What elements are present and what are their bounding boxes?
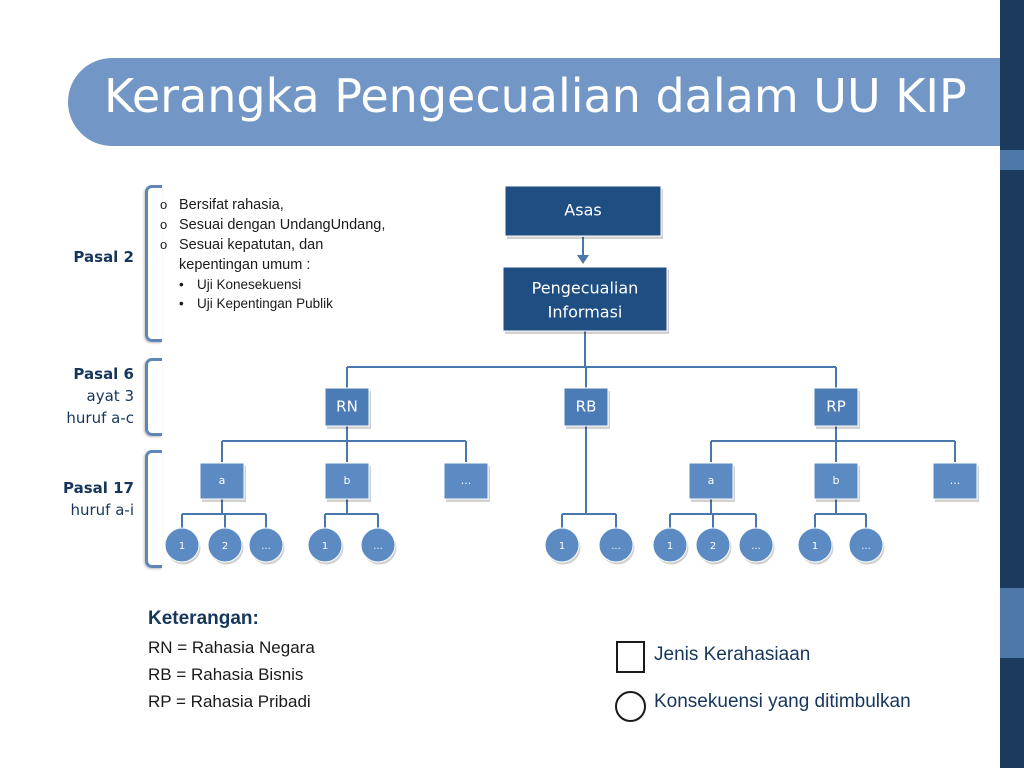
consequence-circle (848, 527, 884, 563)
category-box (813, 462, 859, 500)
consequence-circle (652, 527, 688, 563)
type-box-rn (324, 387, 370, 427)
pasal-2-label: Pasal 2 (73, 248, 134, 266)
consequence-circle (307, 527, 343, 563)
keterangan-line: RN = Rahasia Negara (148, 638, 315, 657)
category-box (443, 462, 489, 500)
type-box-label: RN (336, 398, 358, 416)
keterangan-line: RP = Rahasia Pribadi (148, 692, 311, 711)
page-title: Kerangka Pengecualian dalam UU KIP (104, 69, 967, 123)
consequence-circle (544, 527, 580, 563)
category-box-label: b (344, 474, 351, 487)
consequence-circle-label: ... (373, 541, 383, 552)
pasal-6-label: Pasal 6 ayat 3 huruf a-c (66, 365, 134, 427)
consequence-circle-label: 1 (559, 541, 565, 552)
bracket-pasal-17 (145, 450, 162, 568)
consequence-circle-label: ... (861, 541, 871, 552)
pengecualian-label: Pengecualian (532, 279, 639, 298)
consequence-circle-label: 1 (667, 541, 673, 552)
asas-box (504, 185, 662, 237)
consequence-circle (797, 527, 833, 563)
pengecualian-label: Informasi (548, 303, 623, 322)
consequence-circle-label: 1 (812, 541, 818, 552)
keterangan-block: Keterangan: RN = Rahasia Negara RB = Rah… (148, 604, 315, 715)
consequence-circle (738, 527, 774, 563)
category-box (688, 462, 734, 500)
consequence-circle (164, 527, 200, 563)
title-banner (68, 58, 1000, 146)
consequence-circle (598, 527, 634, 563)
bracket-pasal-2 (145, 185, 162, 342)
right-accent-bar (1000, 0, 1024, 768)
consequence-circle-label: 1 (322, 541, 328, 552)
legend-square-icon (616, 641, 645, 673)
consequence-circle-label: ... (751, 541, 761, 552)
consequence-circle-label: ... (261, 541, 271, 552)
criteria-sub-item: •Uji Kepentingan Publik (179, 296, 333, 311)
consequence-circle (360, 527, 396, 563)
category-box-label: ... (950, 474, 961, 487)
legend-square-label: Jenis Kerahasiaan (654, 644, 811, 665)
legend-circle-icon (615, 691, 646, 722)
legend-circle-label: Konsekuensi yang ditimbulkan (654, 691, 911, 712)
category-box (199, 462, 245, 500)
type-box-rb (563, 387, 609, 427)
asas-label: Asas (564, 201, 601, 220)
category-box-label: a (708, 474, 715, 487)
category-box-label: ... (461, 474, 472, 487)
category-box (932, 462, 978, 500)
keterangan-heading: Keterangan: (148, 608, 259, 629)
pasal-17-label: Pasal 17 huruf a-i (62, 479, 134, 519)
bracket-pasal-6 (145, 358, 162, 436)
consequence-circle (207, 527, 243, 563)
type-box-rp (813, 387, 859, 427)
arrow-head (577, 255, 589, 264)
keterangan-line: RB = Rahasia Bisnis (148, 665, 304, 684)
criteria-sub-item: •Uji Konesekuensi (179, 277, 302, 292)
type-box-label: RP (826, 398, 845, 416)
criteria-item-continued: kepentingan umum : (179, 257, 311, 273)
category-box-label: b (833, 474, 840, 487)
consequence-circle-label: 2 (710, 541, 716, 552)
consequence-circle-label: 2 (222, 541, 228, 552)
consequence-circle (695, 527, 731, 563)
category-box (324, 462, 370, 500)
consequence-circle-label: 1 (179, 541, 185, 552)
type-box-label: RB (576, 398, 597, 416)
category-box-label: a (219, 474, 226, 487)
pengecualian-box (502, 266, 668, 332)
consequence-circle-label: ... (611, 541, 621, 552)
consequence-circle (248, 527, 284, 563)
